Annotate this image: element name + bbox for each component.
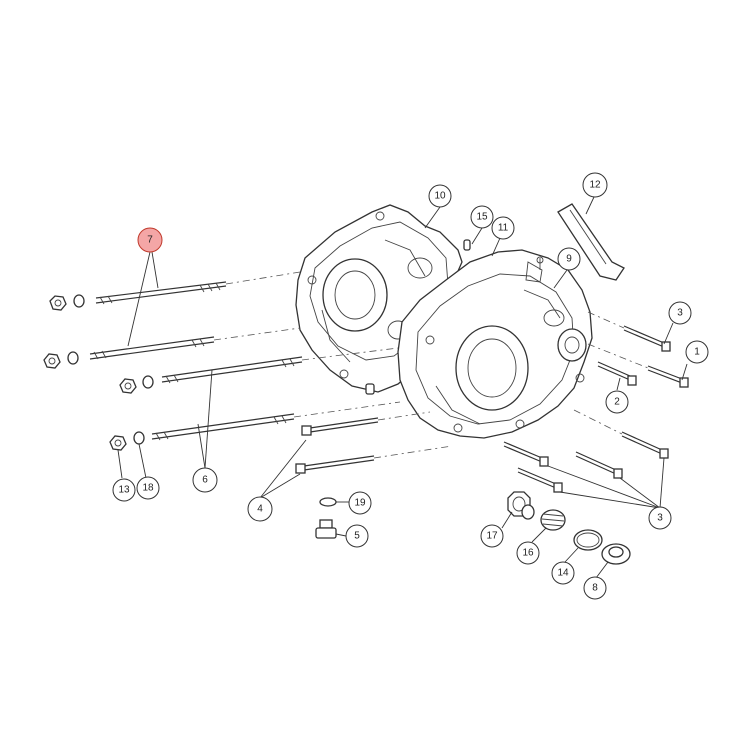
svg-text:15: 15: [476, 212, 488, 223]
nut-middle: [119, 375, 154, 394]
callout-6: 6: [192, 467, 218, 493]
bolt-4-lower: [295, 445, 453, 474]
svg-text:10: 10: [434, 191, 446, 202]
svg-text:4: 4: [257, 504, 263, 515]
bolt-3-lower-a: [573, 409, 669, 459]
svg-text:17: 17: [486, 531, 498, 542]
bolt-1: [587, 343, 689, 388]
bolt-2: [597, 361, 637, 386]
callout-9: 9: [557, 247, 581, 271]
callout-3-bottom: 3: [648, 506, 672, 530]
callout-3-top: 3: [668, 301, 692, 325]
svg-text:13: 13: [118, 485, 130, 496]
callout-16: 16: [516, 541, 540, 565]
callout-10: 10: [428, 184, 452, 208]
strainer-cap-17: [507, 491, 535, 520]
svg-text:1: 1: [694, 347, 700, 358]
bolt-3-lower-c: [575, 451, 623, 479]
svg-text:2: 2: [614, 397, 620, 408]
callout-4: 4: [247, 496, 273, 522]
svg-text:18: 18: [142, 483, 154, 494]
callout-13: 13: [112, 478, 136, 502]
callout-2: 2: [605, 390, 629, 414]
bolt-3-lower-b: [503, 441, 549, 467]
svg-text:11: 11: [498, 223, 509, 234]
svg-text:3: 3: [657, 513, 663, 524]
svg-text:12: 12: [589, 180, 601, 191]
svg-text:6: 6: [202, 475, 208, 486]
leader-lines: [117, 196, 688, 579]
crankcase-right-half: [397, 249, 593, 439]
svg-text:16: 16: [522, 548, 534, 559]
svg-text:9: 9: [566, 254, 572, 265]
callout-18: 18: [136, 476, 160, 500]
svg-text:14: 14: [557, 568, 569, 579]
cap-8: [601, 543, 631, 565]
bolt-4-upper: [301, 411, 431, 436]
svg-text:3: 3: [677, 308, 683, 319]
bolt-3-top: [587, 311, 671, 352]
svg-text:5: 5: [354, 531, 360, 542]
svg-text:8: 8: [592, 583, 598, 594]
dowel-pin: [365, 383, 375, 395]
callout-15: 15: [470, 205, 494, 229]
stud-middle: [161, 347, 399, 384]
stud-upper-2: [89, 327, 301, 360]
callout-19: 19: [348, 491, 372, 515]
callout-8: 8: [583, 576, 607, 600]
svg-text:19: 19: [354, 498, 366, 509]
stud-upper: [95, 271, 301, 305]
svg-text:7: 7: [147, 235, 153, 246]
callout-7: 7: [137, 227, 163, 253]
stud-lower: [151, 401, 401, 441]
nut-lower: [109, 431, 145, 451]
bolt-3-lower-d: [517, 467, 563, 493]
spring-16: [540, 509, 566, 531]
callout-11: 11: [491, 216, 515, 240]
callout-5: 5: [345, 524, 369, 548]
callout-14: 14: [551, 561, 575, 585]
washer-19: [319, 497, 337, 507]
callout-12: 12: [582, 172, 608, 198]
callout-1: 1: [685, 340, 709, 364]
callout-17: 17: [480, 524, 504, 548]
dowel-pin: [463, 239, 471, 251]
nut-upper: [49, 294, 85, 311]
nut-upper-2: [43, 351, 79, 369]
drain-plug-5: [315, 519, 337, 539]
